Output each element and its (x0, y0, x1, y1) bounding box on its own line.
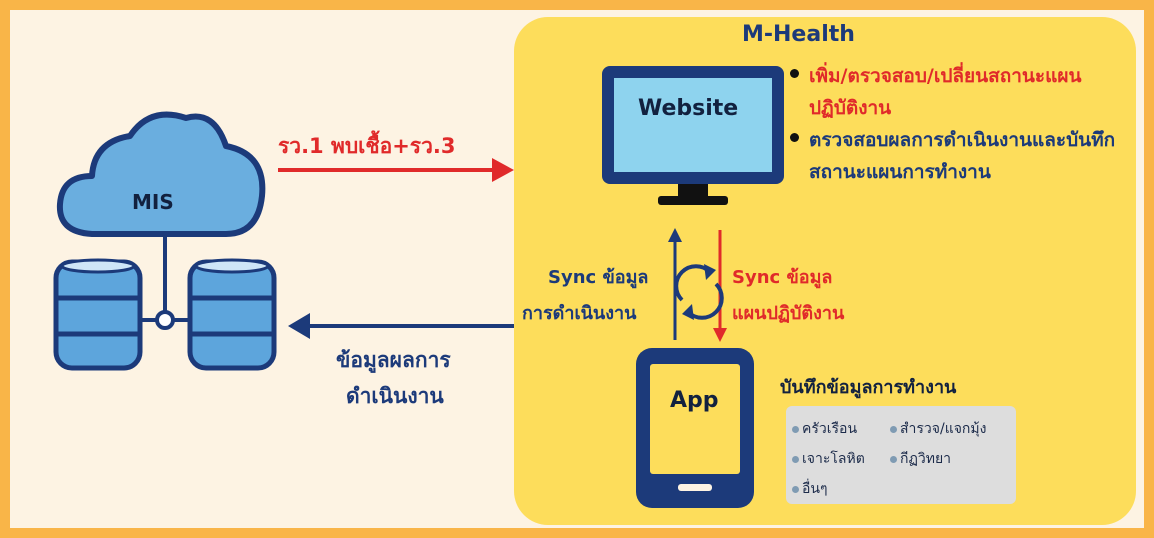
arrow-label-to-mhealth: รว.1 พบเชื้อ+รว.3 (278, 134, 456, 158)
mhealth-feature-list: เพิ่ม/ตรวจสอบ/เปลี่ยนสถานะแผนปฏิบัติงาน … (790, 60, 1149, 188)
feature-item: เพิ่ม/ตรวจสอบ/เปลี่ยนสถานะแผนปฏิบัติงาน (790, 60, 1149, 124)
app-caption: บันทึกข้อมูลการทำงาน (780, 377, 957, 398)
network-node-icon (155, 310, 175, 330)
website-monitor-icon (602, 66, 784, 205)
task-dot-icon (890, 455, 897, 463)
task-item: กีฏวิทยา (890, 448, 951, 470)
m-health-title: M-Health (742, 22, 855, 47)
database-right-icon (187, 258, 277, 371)
database-left-icon (53, 258, 143, 371)
arrow-to-mis (288, 313, 514, 339)
task-dot-icon (792, 455, 799, 463)
task-dot-icon (792, 425, 799, 433)
arrow-label-to-mis-line1: ข้อมูลผลการ (336, 348, 451, 372)
task-item: เจาะโลหิต (792, 448, 865, 470)
task-item: สำรวจ/แจกมุ้ง (890, 418, 986, 440)
task-item: อื่นๆ (792, 478, 828, 500)
sync-down-label-line2: แผนปฏิบัติงาน (732, 303, 845, 324)
task-dot-icon (792, 485, 799, 493)
task-dot-icon (890, 425, 897, 433)
sync-up-label-line1: Sync ข้อมูล (548, 267, 649, 288)
sync-up-label-line2: การดำเนินงาน (522, 303, 637, 324)
task-list-box: ครัวเรือน สำรวจ/แจกมุ้ง เจาะโลหิต กีฏวิท… (786, 406, 1016, 504)
arrow-to-mhealth (278, 158, 514, 182)
arrow-label-to-mis-line2: ดำเนินงาน (346, 384, 444, 408)
feature-text-1: เพิ่ม/ตรวจสอบ/เปลี่ยนสถานะแผนปฏิบัติงาน (809, 65, 1082, 119)
bullet-icon (790, 69, 799, 78)
mis-label: MIS (132, 190, 174, 214)
website-label: Website (638, 96, 739, 121)
app-tablet-icon (636, 348, 754, 508)
task-item: ครัวเรือน (792, 418, 857, 440)
bullet-icon (790, 133, 799, 142)
sync-down-label-line1: Sync ข้อมูล (732, 267, 833, 288)
refresh-icon (674, 264, 724, 320)
feature-text-2: ตรวจสอบผลการดำเนินงานและบันทึกสถานะแผนกา… (809, 129, 1116, 183)
app-label: App (670, 388, 719, 413)
feature-item: ตรวจสอบผลการดำเนินงานและบันทึกสถานะแผนกา… (790, 124, 1149, 188)
sync-down-arrow (713, 230, 727, 342)
cloud-icon (56, 111, 266, 237)
